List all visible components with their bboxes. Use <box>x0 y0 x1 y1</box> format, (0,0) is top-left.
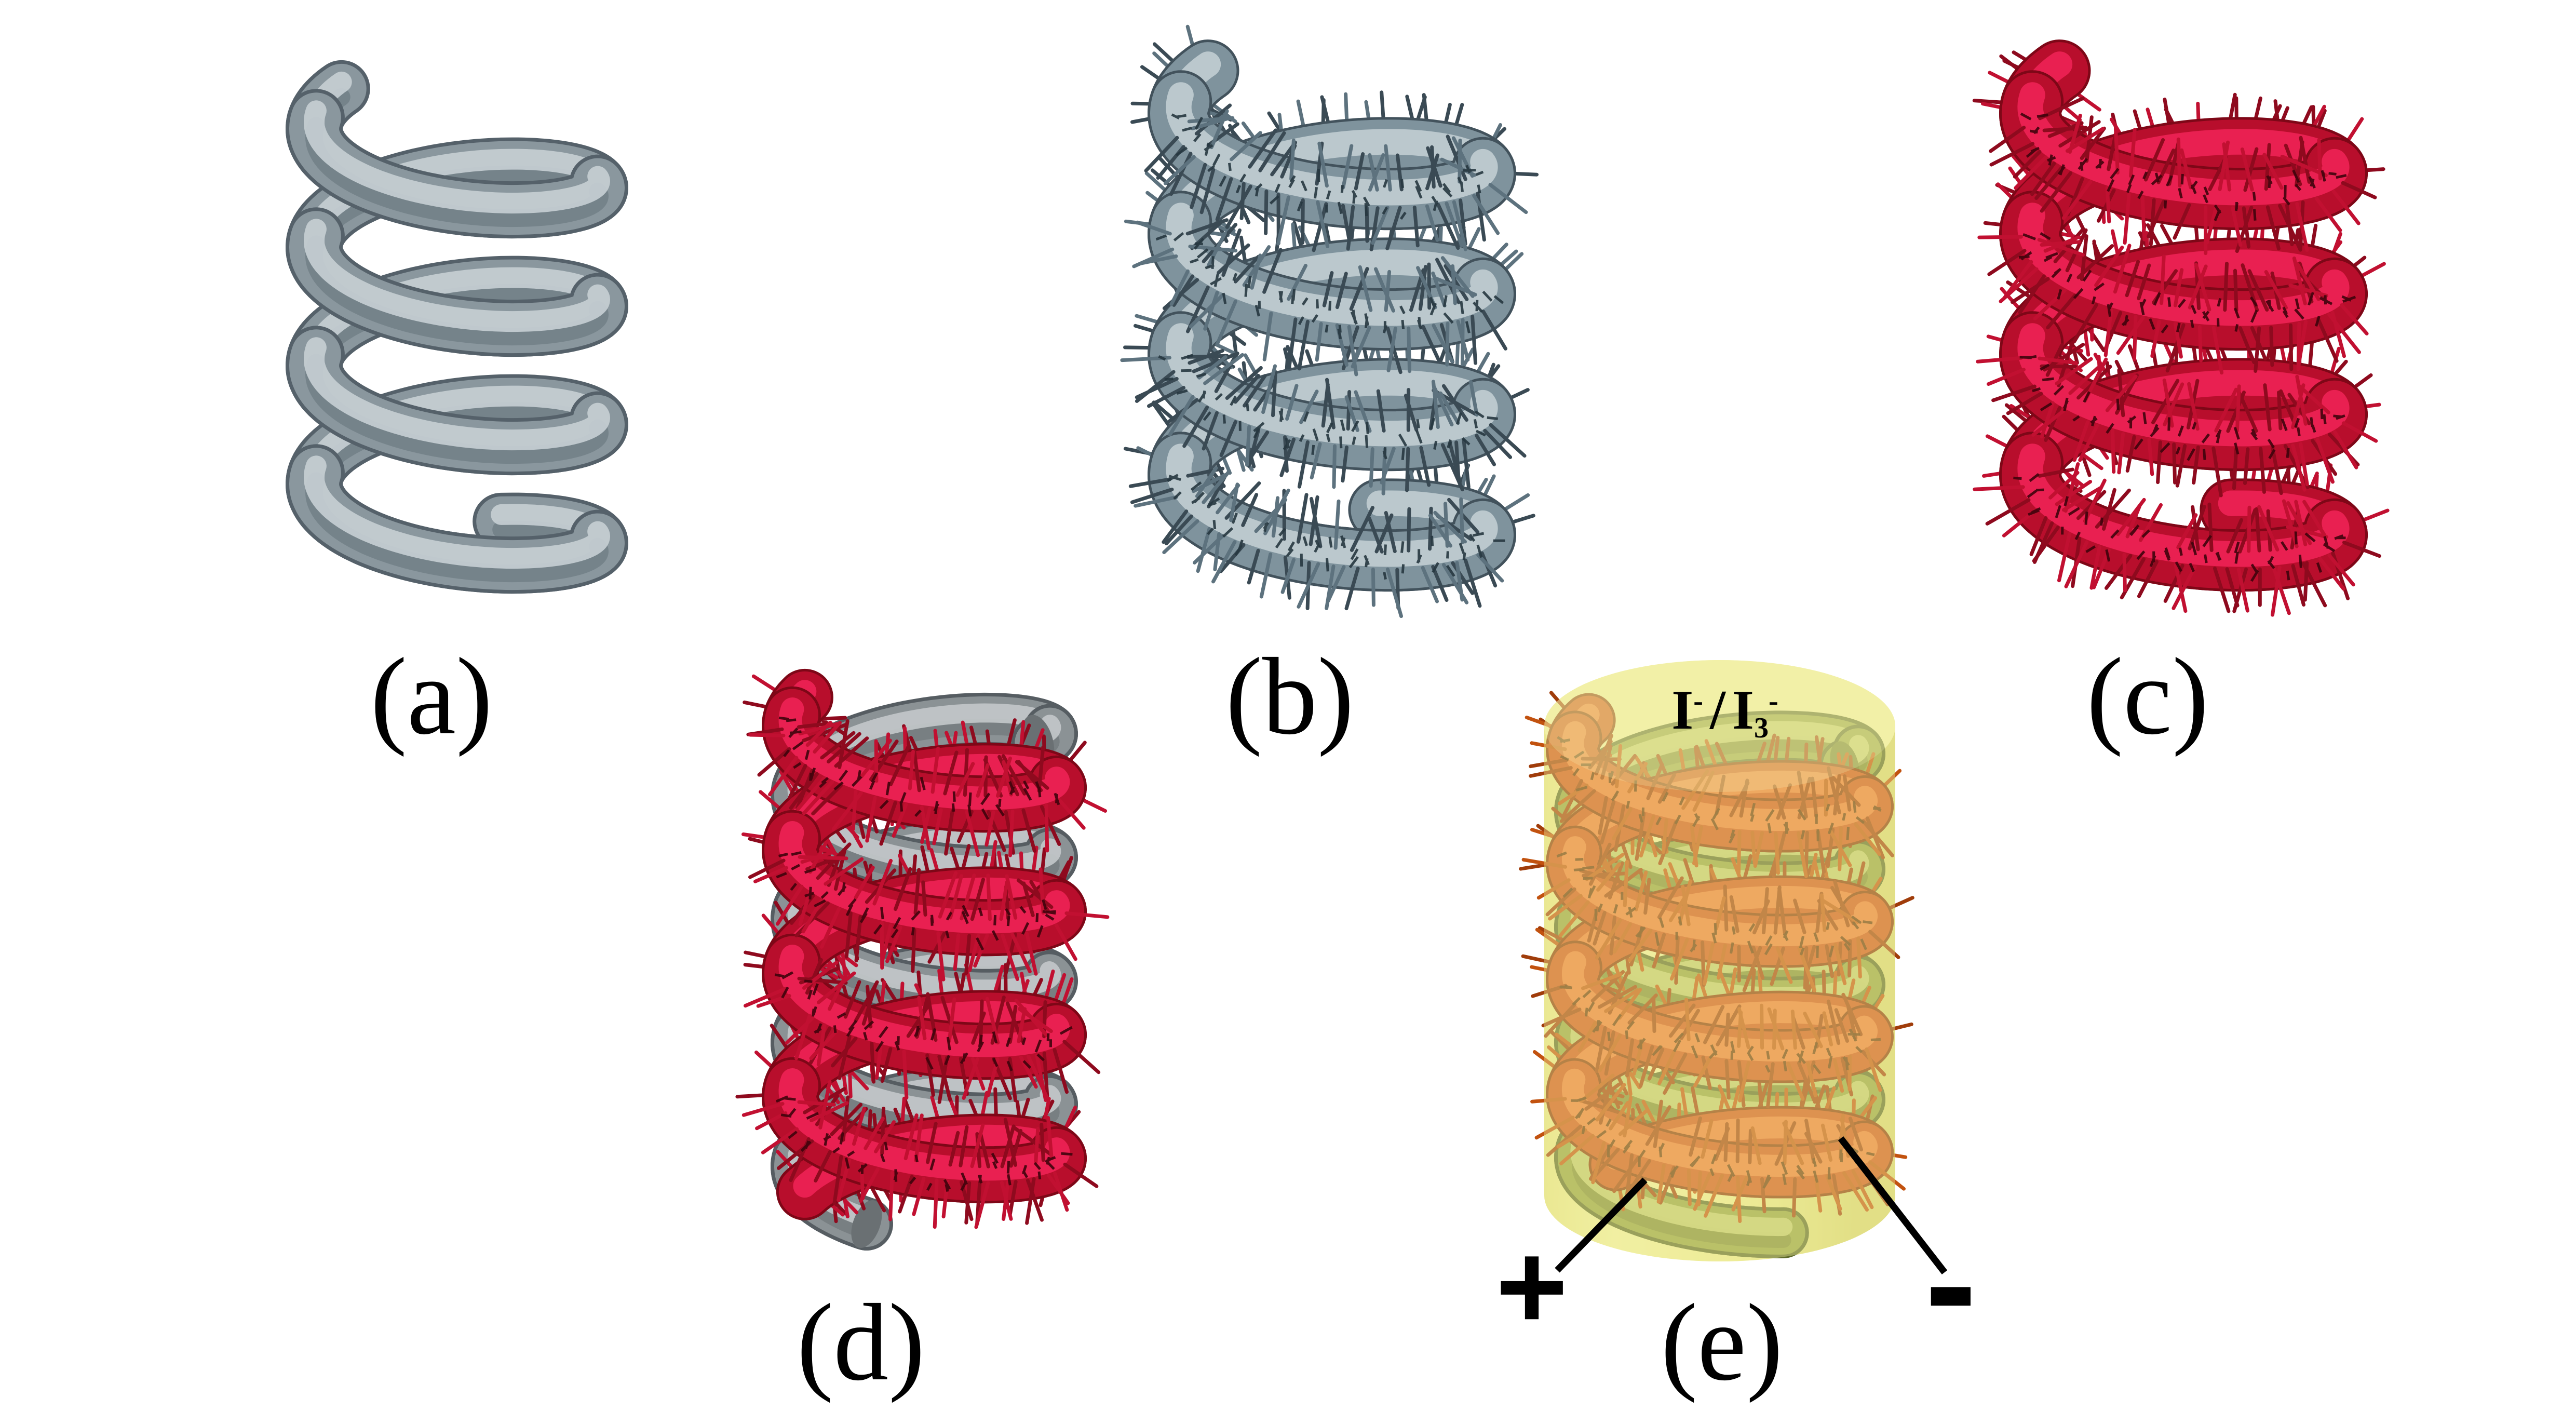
panel-label-c: (c) <box>2086 635 2209 757</box>
electrolyte-symbol-2: I <box>1732 679 1754 741</box>
electrolyte-label: I-/I3- <box>1671 682 1778 743</box>
negative-electrode-label: - <box>1925 1195 1977 1370</box>
panel-label-e: (e) <box>1661 1281 1783 1403</box>
helix-d-working-electrode <box>735 668 1110 1229</box>
panel-label-d: (d) <box>797 1281 925 1403</box>
electrolyte-charge-2: - <box>1769 685 1778 718</box>
panel-label-b: (b) <box>1225 635 1354 757</box>
electrolyte-cylinder-overlay <box>1544 660 1895 1261</box>
helix-a-bare-fiber <box>286 60 628 594</box>
electrolyte-symbol-1: I <box>1671 679 1694 741</box>
positive-electrode-label: + <box>1495 1218 1568 1355</box>
leader-line-negative <box>1838 1136 1948 1274</box>
electrolyte-subscript-2: 3 <box>1754 711 1769 744</box>
electrode-leader-lines <box>1555 1136 1948 1274</box>
helix-c-dyed-fiber <box>1972 39 2390 617</box>
helix-b-nanowire-fiber <box>1120 24 1539 618</box>
electrolyte-separator: / <box>1709 679 1725 741</box>
leader-line-positive <box>1555 1177 1648 1273</box>
panel-label-a: (a) <box>370 635 493 757</box>
electrolyte-charge-1: - <box>1693 685 1703 718</box>
